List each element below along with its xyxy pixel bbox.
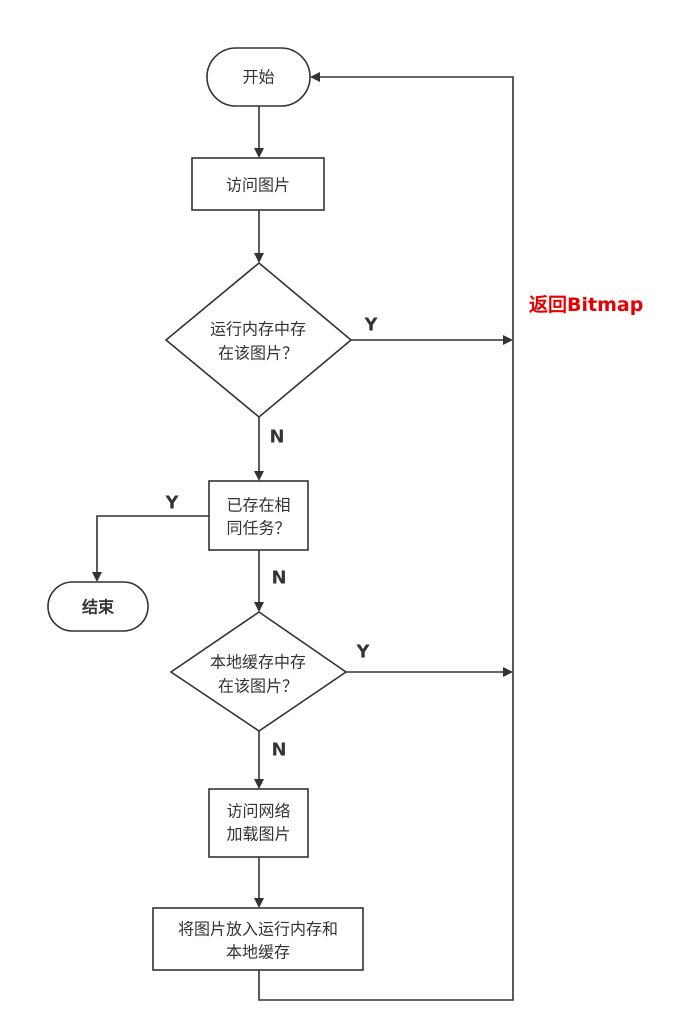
task-check-box [208,480,309,551]
start-node: 开始 [206,47,311,107]
store-box [152,907,364,971]
task-yes-label: Y [164,493,179,514]
network-load-label-line1: 访问网络 [226,802,290,821]
arrowhead-disk-yes [503,667,513,677]
arrowhead-memory-yes [503,335,513,345]
store-label-line2: 本地缓存 [226,943,290,962]
network-load-node: 访问网络 加载图片 [208,788,309,858]
memory-check-label-line1: 运行内存中存 [210,320,306,339]
task-no-label: N [271,568,286,589]
end-node: 结束 [47,581,149,632]
task-check-label-line1: 已存在相 [226,496,290,515]
start-label: 开始 [242,68,274,87]
arrowhead-memory-no [254,471,264,481]
access-image-node: 访问图片 [191,157,325,211]
disk-yes-label: Y [355,642,370,663]
disk-check-label-line1: 本地缓存中存 [210,653,306,672]
memory-no-label: N [269,427,284,448]
memory-check-decision: 运行内存中存 在该图片？ [164,261,353,419]
task-check-label-line2: 同任务？ [226,519,290,538]
access-image-label: 访问图片 [226,176,290,195]
edge-return-loop-to-start [258,76,514,1001]
network-load-box [208,788,309,858]
store-node: 将图片放入运行内存和 本地缓存 [152,907,364,971]
edge-task-yes-to-end [96,515,209,573]
memory-yes-label: Y [363,315,378,336]
access-image-box [191,157,325,211]
disk-check-decision: 本地缓存中存 在该图片？ [169,611,348,732]
disk-no-label: N [271,740,286,761]
return-bitmap-label: 返回Bitmap [529,294,643,316]
memory-check-label-line2: 在该图片？ [218,344,298,363]
arrowhead-task-yes [92,572,102,582]
arrowhead-access-to-memory-check [254,253,264,263]
network-load-label-line2: 加载图片 [226,825,290,844]
memory-check-diamond [164,261,353,419]
task-check-node: 已存在相 同任务？ [208,480,309,551]
end-terminal-shape [47,581,149,632]
arrowhead-return-to-start [310,72,320,82]
store-label-line1: 将图片放入运行内存和 [178,920,338,939]
end-label: 结束 [81,598,115,617]
disk-check-diamond [169,611,348,732]
arrowhead-network-to-store [254,898,264,908]
arrowhead-disk-no [254,779,264,789]
arrowhead-start-to-access [254,148,264,158]
disk-check-label-line2: 在该图片？ [218,677,298,696]
arrowhead-task-no [254,602,264,612]
